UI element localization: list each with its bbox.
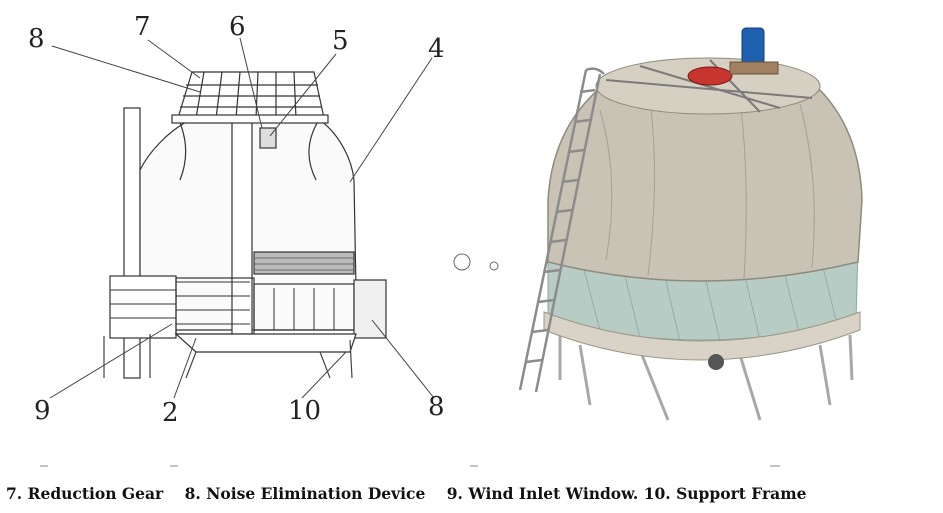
fan-stack — [177, 117, 321, 181]
render-legs — [558, 334, 854, 421]
render-ladder — [518, 67, 605, 393]
fill-pack-hatch — [254, 257, 354, 271]
support-legs — [103, 334, 353, 379]
render-drain — [708, 354, 724, 370]
render-fan — [687, 66, 733, 86]
center-shaft — [231, 119, 253, 349]
callout-8-top: 8 — [28, 24, 45, 54]
water-basin — [174, 333, 357, 353]
render-motor — [741, 27, 765, 65]
left-louver — [109, 275, 177, 339]
render-basin — [543, 311, 861, 361]
legend-item-9-10: 9. Wind Inlet Window. 10. Support Frame — [446, 484, 807, 503]
callout-8-bottom: 8 — [428, 392, 445, 422]
callout-6: 6 — [229, 12, 246, 42]
callout-9: 9 — [34, 396, 51, 426]
center-mark — [453, 253, 499, 271]
legend-caption: 7. Reduction Gear 8. Noise Elimination D… — [6, 484, 936, 503]
render-motor-base — [729, 61, 779, 75]
leader-lines — [49, 37, 435, 399]
line-drawing — [40, 71, 478, 467]
noise-device — [353, 279, 387, 339]
fill-pack — [253, 251, 355, 275]
callout-7: 7 — [134, 12, 151, 42]
fan-grille — [171, 71, 329, 124]
callout-10: 10 — [288, 396, 322, 426]
legend-item-7: 7. Reduction Gear — [6, 484, 164, 503]
callout-2: 2 — [162, 398, 179, 428]
tower-render — [518, 27, 863, 467]
callout-5: 5 — [332, 26, 349, 56]
callout-4: 4 — [428, 34, 445, 64]
legend-item-8: 8. Noise Elimination Device — [184, 484, 426, 503]
